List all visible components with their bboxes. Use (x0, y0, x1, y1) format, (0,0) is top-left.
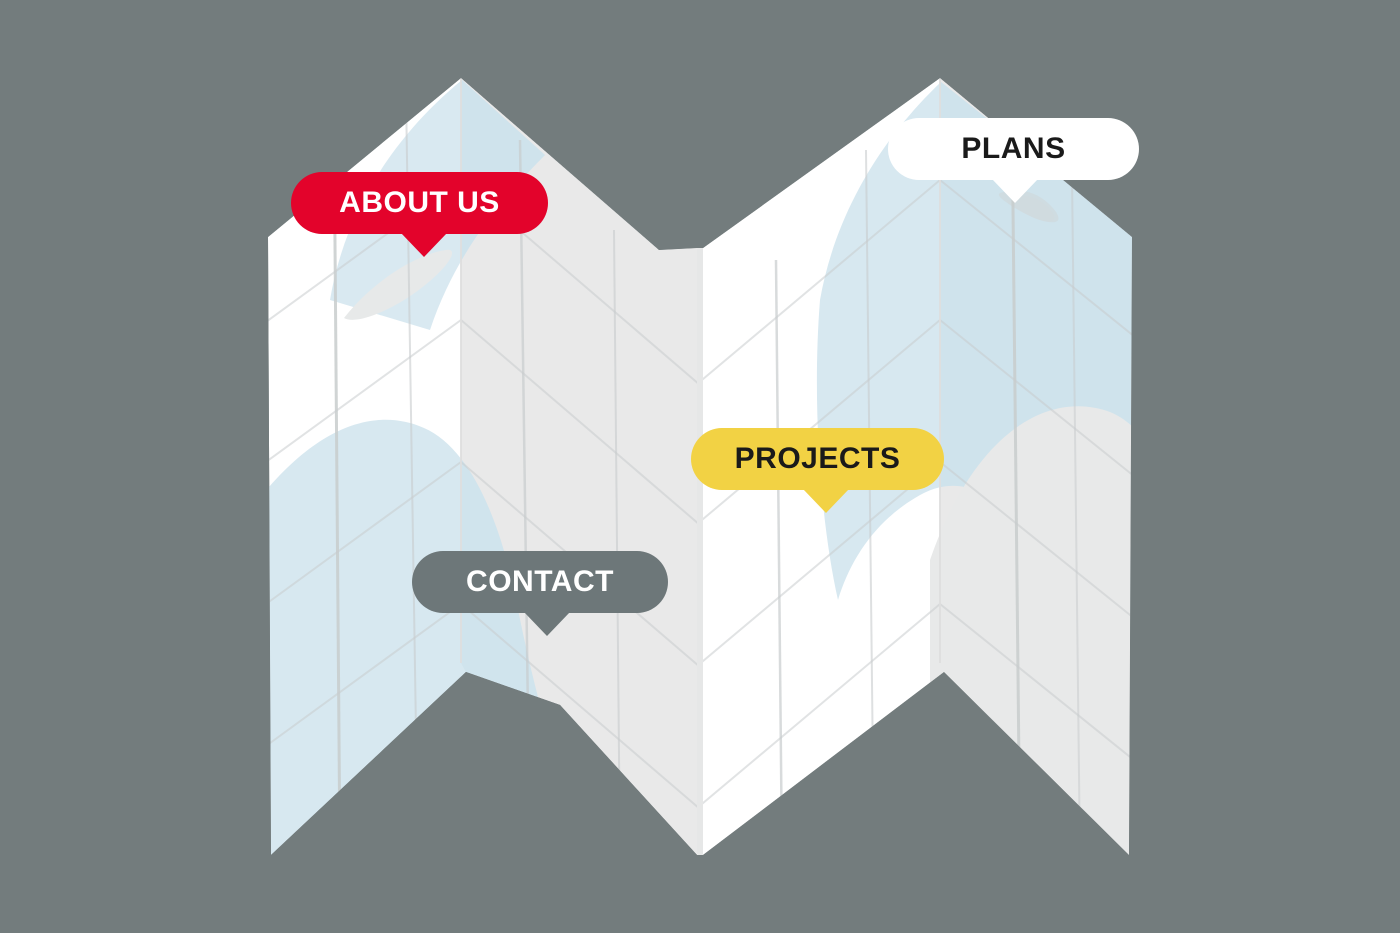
pin-tail-icon (401, 233, 447, 257)
map-pin-label: PLANS (961, 132, 1066, 165)
map-pin-label: ABOUT US (339, 186, 500, 219)
map-pin-contact[interactable]: CONTACT (412, 551, 668, 636)
map-pin-plans[interactable]: PLANS (888, 118, 1139, 203)
park-lens-left (344, 249, 453, 320)
map-pin-label: PROJECTS (734, 442, 901, 475)
map-pin-about-us[interactable]: ABOUT US (291, 172, 548, 257)
pin-tail-icon (524, 612, 570, 636)
center-seam (697, 248, 703, 855)
map-pin-projects[interactable]: PROJECTS (691, 428, 944, 513)
map-pin-label: CONTACT (466, 565, 614, 598)
pin-tail-icon (803, 489, 849, 513)
pin-tail-icon (992, 179, 1038, 203)
